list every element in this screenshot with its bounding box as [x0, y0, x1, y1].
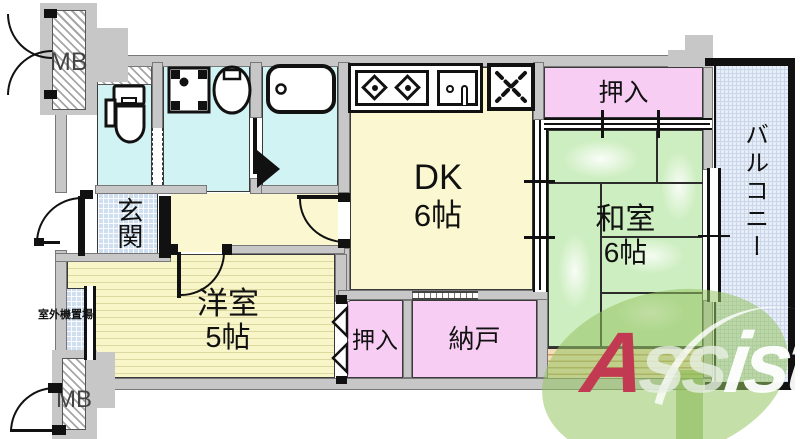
washitsu-label: 和室 6帖 — [558, 192, 693, 280]
door-frame-bracket — [80, 190, 93, 199]
door-frame-bracket — [34, 238, 44, 246]
yoshitsu-door-leaf — [177, 252, 181, 298]
window-tick — [698, 235, 730, 237]
genkan-partition — [159, 196, 171, 258]
yoshitsu-name: 洋室 — [197, 286, 259, 321]
wall-left-upper — [55, 105, 67, 193]
nando-floor — [412, 300, 537, 378]
nando-sliding-door — [412, 291, 478, 300]
door-frame-bracket — [338, 193, 350, 202]
dk-label: DK 6帖 — [368, 148, 508, 243]
mb-top-door-arc-lower — [7, 50, 52, 95]
mb-top-infill — [85, 28, 128, 82]
door-frame-bracket — [169, 244, 178, 255]
bathtub-icon — [266, 64, 336, 114]
wall-sanitary-bottom-left — [95, 185, 207, 194]
entrance-door-arc — [36, 197, 82, 243]
dk-washitsu-sliding-door — [533, 120, 548, 292]
door-frame-bracket — [338, 239, 350, 248]
dk-door-leaf — [297, 195, 345, 199]
mb-bottom-door-leaf — [10, 429, 57, 432]
kitchen-sink-icon — [437, 70, 478, 106]
window-outdoor-unit — [84, 286, 96, 360]
logo-text: Assist — [577, 314, 800, 413]
logo-text-ist: ist — [719, 315, 800, 411]
genkan-label: 玄関 — [113, 197, 144, 249]
toilet-sliding-door — [152, 128, 163, 185]
tatami-line — [548, 182, 703, 184]
logo-text-ss: ss — [634, 315, 732, 411]
dk-size: 6帖 — [413, 197, 463, 233]
tatami-line — [656, 130, 658, 184]
door-frame-bracket — [48, 383, 62, 393]
washitsu-size: 6帖 — [603, 237, 648, 269]
sliding-door-center-line — [539, 120, 541, 290]
washitsu-name: 和室 — [595, 202, 656, 236]
mb-top-box — [52, 10, 86, 110]
wall-oshiire-nando — [403, 300, 412, 378]
door-frame-bracket — [336, 376, 347, 384]
nando-label: 納戸 — [448, 324, 501, 355]
outdoor-unit-label: 室外機置場 — [38, 309, 93, 321]
gas-stove-icon — [355, 70, 429, 106]
dk-name: DK — [413, 157, 463, 197]
wall-dk-left-upper — [338, 62, 350, 193]
vent-window-icon — [487, 63, 535, 111]
logo-leaf-stem — [676, 370, 703, 439]
door-frame-bracket — [44, 9, 57, 18]
wall-topright-step — [668, 50, 688, 67]
sliding-door-tick — [524, 236, 555, 239]
oshiire-bottom-label: 押入 — [352, 326, 398, 353]
wall-hall-bottom-b — [224, 245, 345, 254]
door-frame-bracket — [44, 90, 57, 99]
door-frame-bracket — [52, 425, 66, 435]
door-frame-bracket — [222, 244, 232, 255]
yoshitsu-label: 洋室 5帖 — [158, 278, 298, 363]
oshiire-bottom-floor — [347, 300, 403, 378]
tatami-line — [600, 236, 703, 238]
mb-top-label: MB — [50, 48, 88, 76]
oshiire-top-floor — [544, 67, 703, 118]
sliding-door-center-line — [544, 123, 710, 125]
oshiire-top-label: 押入 — [598, 78, 649, 107]
tatami-line — [600, 182, 602, 347]
sliding-door-tick — [524, 180, 555, 183]
washing-machine-pan-icon — [167, 66, 211, 114]
balcony-label: バルコニー — [740, 122, 768, 262]
mb-bottom-step — [86, 352, 115, 408]
washbasin-icon — [212, 65, 252, 115]
door-frame-bracket — [336, 295, 347, 303]
oshiire-top-sliding-door — [544, 118, 712, 130]
folding-door-triangles-icon — [331, 304, 349, 376]
mb-bottom-label: MB — [56, 386, 92, 413]
yoshitsu-size: 5帖 — [205, 321, 251, 354]
entrance-threshold-line — [36, 241, 60, 244]
toilet-icon — [104, 84, 146, 144]
sliding-door-tick — [601, 110, 604, 138]
bathroom-door-triangle — [257, 150, 280, 188]
wall-genkan-bottom — [55, 253, 171, 262]
bathroom-door-line — [253, 118, 257, 174]
sliding-door-tick — [657, 110, 660, 138]
mb-bottom-door-arc — [10, 387, 55, 432]
mb-bottom-box — [62, 358, 86, 430]
